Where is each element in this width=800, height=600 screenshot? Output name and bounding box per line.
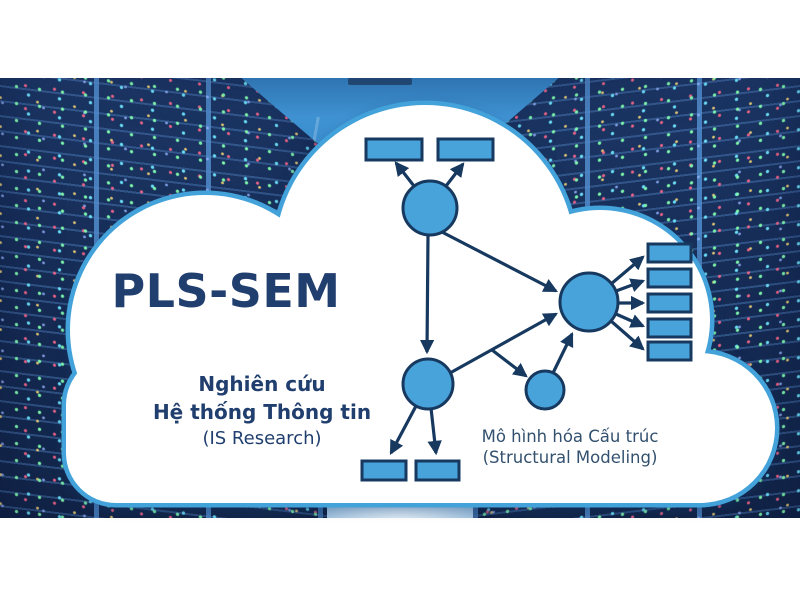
- indicator-right-1: [646, 242, 693, 264]
- indicator-right-2: [646, 267, 693, 289]
- path-lv4-lv3: [551, 331, 574, 374]
- research-caption-line3: (IS Research): [202, 428, 322, 449]
- page-title: PLS-SEM: [111, 264, 341, 318]
- indicator-right-4: [646, 317, 693, 339]
- latent-variable-right: [558, 271, 620, 333]
- path-lv1-ind-top-1: [394, 161, 416, 187]
- path-lv2-ind-bottom-1: [389, 405, 418, 455]
- path-lv3-ind-right-2: [615, 278, 646, 293]
- indicator-top-2: [436, 137, 495, 162]
- latent-variable-top: [401, 179, 459, 237]
- research-caption: Nghiên cứu Hệ thống Thông tin (IS Resear…: [130, 371, 394, 451]
- model-caption-line1: Mô hình hóa Cấu trúc: [481, 427, 659, 446]
- path-lv2-lv3: [449, 312, 558, 375]
- path-lv2-ind-bottom-2: [427, 407, 442, 456]
- sem-diagram: [360, 137, 693, 482]
- indicator-right-5: [646, 340, 693, 362]
- indicator-top-1: [364, 137, 424, 162]
- indicator-bottom-1: [360, 459, 408, 482]
- path-lv3-ind-right-5: [609, 319, 645, 351]
- path-lv3-ind-right-4: [615, 312, 646, 328]
- latent-variable-small: [524, 369, 566, 411]
- path-lv1-lv3: [439, 229, 558, 293]
- indicator-right-3: [646, 292, 693, 314]
- indicator-bottom-2: [414, 459, 461, 482]
- path-lv1-lv2: [419, 234, 435, 355]
- model-caption-line2: (Structural Modeling): [482, 448, 658, 467]
- research-caption-line2: Hệ thống Thông tin: [152, 400, 372, 424]
- path-lv2-lv4: [491, 348, 528, 378]
- path-lv3-ind-right-1: [609, 255, 645, 286]
- latent-variable-bottom-left: [401, 357, 455, 411]
- research-caption-line1: Nghiên cứu: [198, 372, 326, 396]
- ceiling-vent: [348, 78, 412, 85]
- path-lv1-ind-top-2: [444, 162, 465, 187]
- model-caption: Mô hình hóa Cấu trúc (Structural Modelin…: [466, 426, 674, 468]
